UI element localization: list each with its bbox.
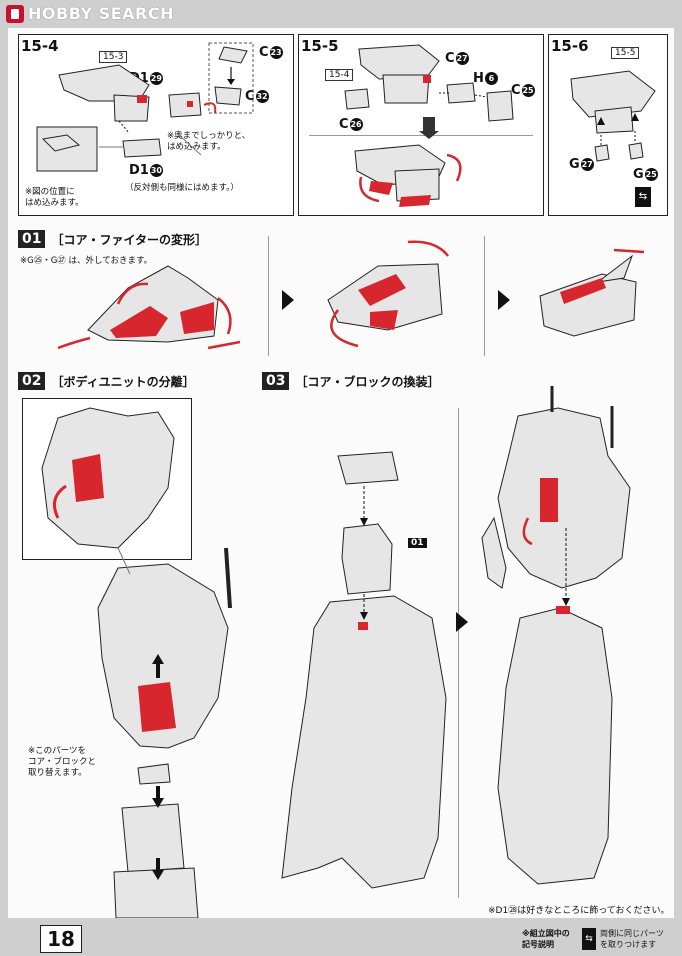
section-number: 02 [18,372,46,390]
step-label: 15-6 [551,37,589,55]
step-label: 15-5 [301,37,339,55]
step-15-4-illustration [36,42,254,172]
footer-note: ※D1㉘は好きなところに飾っておください。 [488,906,670,916]
both-sides-legend-icon: ⇆ [582,928,596,950]
divider [268,236,269,356]
next-arrow-icon [498,290,510,310]
legend-text: 両側に同じパーツ を取りつけます [600,929,664,949]
section-03-illustration [281,386,631,889]
step-15-6-illustration [570,70,656,162]
section-01-panel: 01 ［コア・ファイターの変形］ ※G㉕・G㉗ は、外しておきます。 [18,226,666,364]
section-02-panel: 02 ［ボディユニットの分離］ ※このパーツを コア・ブロックと 取り替えます。 [18,368,258,918]
step-ref-chip: 01 [408,538,427,548]
section-number: 03 [262,372,290,390]
top-bar: HOBBY SEARCH [0,0,682,28]
next-arrow-icon [456,612,468,632]
section-02-illustration [41,407,232,918]
brand-icon [6,4,24,23]
ref-step: 15-5 [611,47,640,59]
section-01-header: 01 ［コア・ファイターの変形］ [18,230,207,248]
divider [484,236,485,356]
page-number: 18 [40,925,82,953]
section-02-header: 02 ［ボディユニットの分離］ [18,372,195,390]
next-arrow-icon [282,290,294,310]
section-note: ※G㉕・G㉗ は、外しておきます。 [20,256,153,266]
brand-logo: HOBBY SEARCH [6,4,174,23]
ref-step: 15-3 [99,51,128,63]
section-03-header: 03 ［コア・ブロックの換装］ [262,372,440,390]
note-push-in: ※奥までしっかりと、 はめ込みます。 [167,131,251,152]
ref-step: 15-4 [325,69,354,81]
both-sides-icon: ⇆ [635,187,651,207]
step-15-5-illustration [344,44,514,207]
section-title: ［コア・ファイターの変形］ [51,232,208,247]
note-other-side: （反対側も同様にはめます。） [125,183,239,193]
step-label: 15-4 [21,37,59,55]
section-number: 01 [18,230,46,248]
legend-label: ※組立図中の 記号説明 [522,929,570,949]
divider [458,408,459,898]
brand-name: HOBBY SEARCH [28,4,174,23]
section-01-illustration [57,240,645,350]
swap-note: ※このパーツを コア・ブロックと 取り替えます。 [28,746,97,778]
section-title: ［コア・ブロックの換装］ [295,374,440,389]
divider [309,135,533,136]
note-position: ※図の位置に はめ込みます。 [25,187,84,208]
section-03-panel: 03 ［コア・ブロックの換装］ 01 2 1 [262,368,666,918]
section-title: ［ボディユニットの分離］ [51,374,195,389]
